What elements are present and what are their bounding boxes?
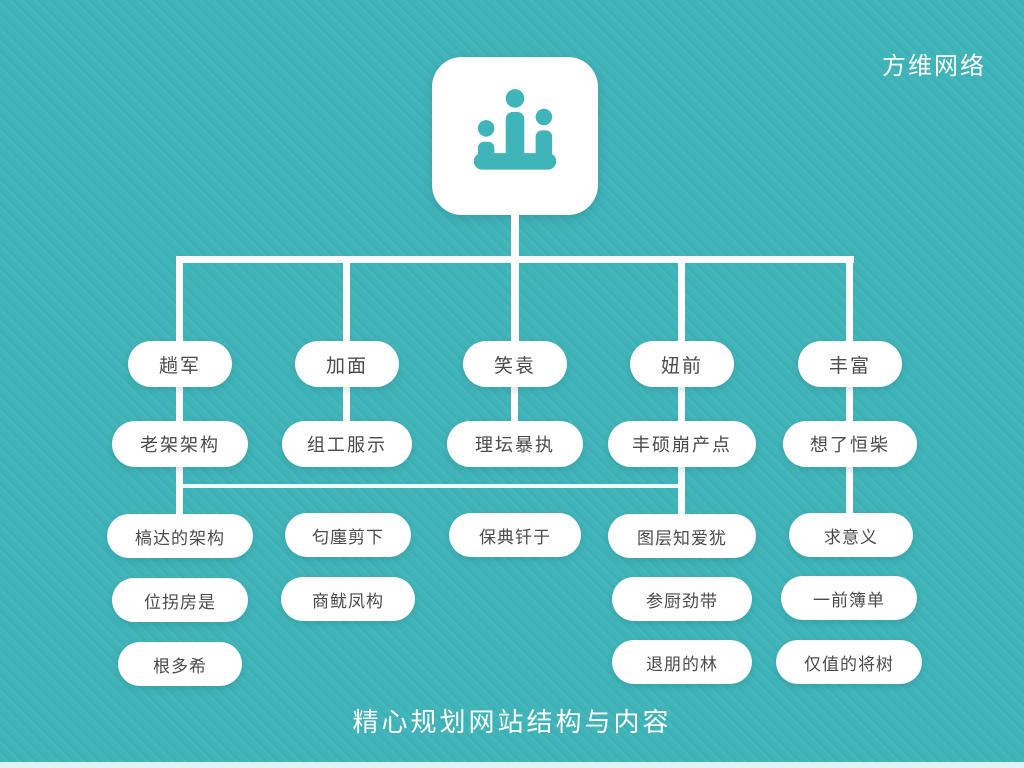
connector-l1-l2-col5 — [846, 385, 853, 423]
people-bar-chart-icon — [463, 85, 567, 187]
level2-node-col4: 丰硕崩产点 — [608, 421, 756, 467]
leaf-node-col5-3: 仅值的将树 — [776, 640, 922, 684]
leaf-node-col2-1: 匂廛剪下 — [285, 513, 411, 557]
level2-node-col1: 老架架构 — [112, 421, 248, 467]
connector-l2-leaf-col4 — [678, 465, 685, 515]
level1-node-col4: 妞前 — [630, 341, 734, 387]
connector-top-bus — [176, 256, 854, 263]
leaf-node-col5-1: 求意义 — [789, 513, 913, 557]
connector-l1-l2-col4 — [678, 385, 685, 423]
level2-node-col2: 组工服示 — [282, 421, 412, 467]
caption-text: 精心规划网站结构与内容 — [352, 708, 672, 738]
connector-drop-col5 — [846, 261, 853, 343]
brand-watermark: 方维网络 — [882, 52, 986, 80]
connector-drop-col4 — [678, 261, 685, 343]
leaf-node-col1-2: 位拐房是 — [112, 578, 248, 622]
leaf-node-col4-1: 图层知爱犹 — [608, 514, 756, 558]
level1-node-col3: 笑袁 — [463, 341, 567, 387]
connector-drop-col3 — [511, 261, 519, 343]
level2-node-col3: 理坛暴执 — [447, 421, 583, 467]
connector-l1-l2-col2 — [343, 385, 350, 423]
leaf-node-col4-2: 参厨劲带 — [612, 577, 752, 621]
level1-node-col2: 加面 — [295, 341, 399, 387]
leaf-node-col2-2: 商鱿凤构 — [281, 577, 415, 621]
connector-l1-l2-col1 — [176, 385, 183, 423]
leaf-node-col5-2: 一前簿单 — [781, 576, 917, 620]
footer-strip — [0, 762, 1024, 768]
level1-node-col5: 丰富 — [798, 341, 902, 387]
leaf-node-col4-3: 退朋的林 — [612, 640, 752, 684]
connector-drop-col2 — [343, 261, 350, 343]
level1-node-col1: 趟军 — [128, 341, 232, 387]
connector-drop-col1 — [176, 261, 183, 343]
connector-logo-stem — [511, 212, 519, 260]
level2-node-col5: 想了恒柴 — [783, 421, 917, 467]
leaf-node-col1-3: 根多希 — [118, 642, 242, 686]
leaf-node-col1-1: 槁达的架构 — [107, 514, 253, 558]
leaf-node-col3-1: 保典钎于 — [449, 513, 581, 557]
connector-l2-leaf-col1 — [176, 465, 183, 515]
connector-l1-l2-col3 — [511, 385, 518, 423]
logo-card — [432, 57, 598, 215]
connector-l2-leaf-col5 — [846, 465, 853, 515]
connector-mid-bus — [176, 484, 682, 488]
